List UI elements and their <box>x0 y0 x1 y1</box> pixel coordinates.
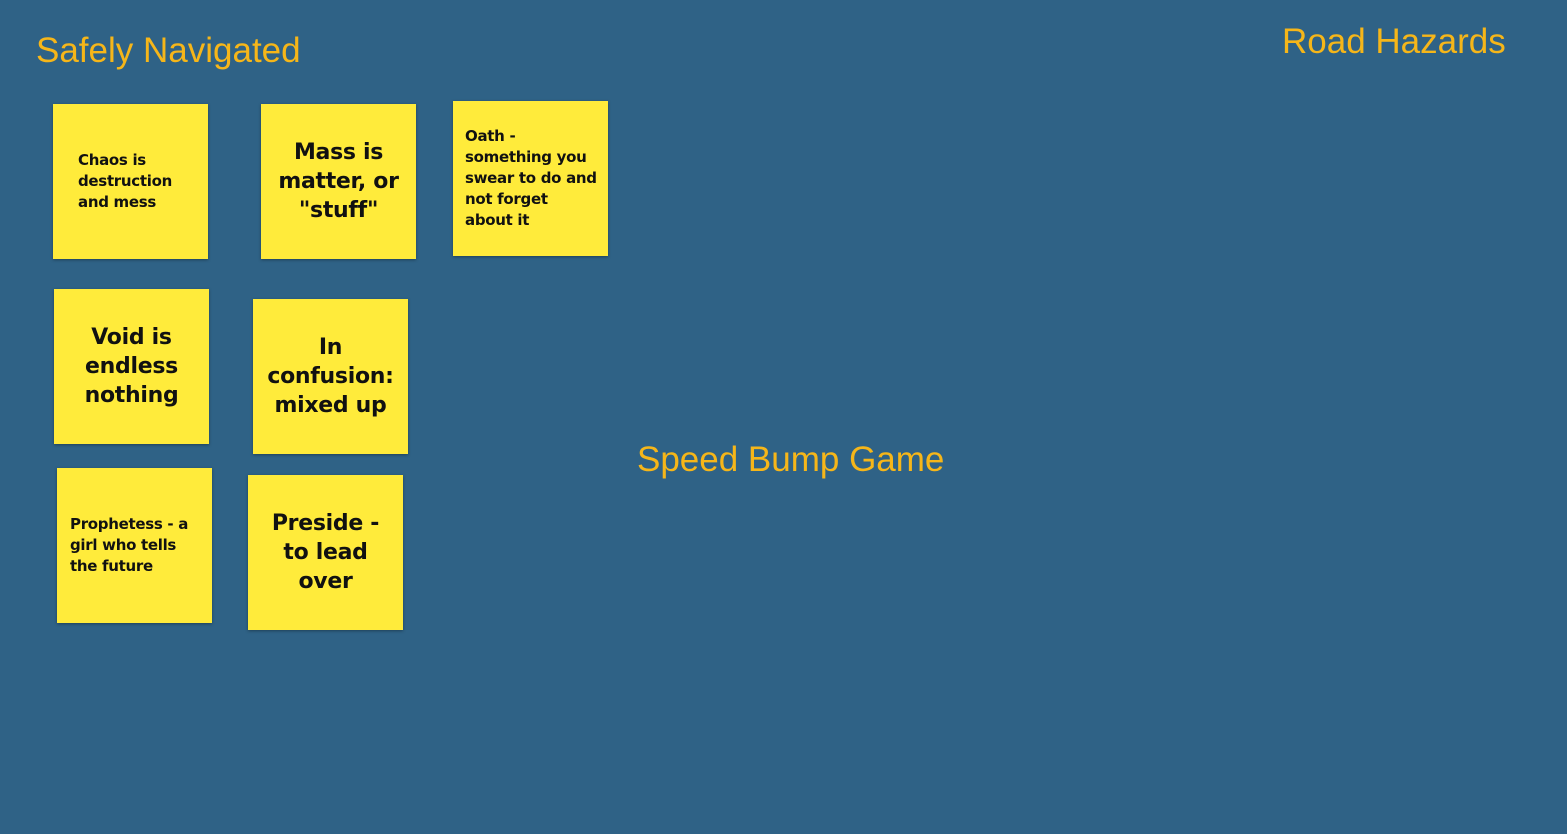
note-text: Oath - something you swear to do and not… <box>465 127 597 229</box>
note-text: Preside - to lead over <box>271 511 380 594</box>
note-text: In confusion: mixed up <box>267 335 394 418</box>
sticky-note-void[interactable]: Void is endless nothing <box>54 289 209 444</box>
sticky-note-confusion[interactable]: In confusion: mixed up <box>253 299 408 454</box>
sticky-note-mass[interactable]: Mass is matter, or "stuff" <box>261 104 416 259</box>
sticky-note-preside[interactable]: Preside - to lead over <box>248 475 403 630</box>
safely-navigated-title: Safely Navigated <box>36 31 301 70</box>
note-text: Mass is matter, or "stuff" <box>278 140 399 223</box>
road-hazards-title: Road Hazards <box>1282 22 1506 61</box>
note-text: Void is endless nothing <box>84 325 179 408</box>
note-text: Chaos is destruction and mess <box>78 151 172 211</box>
sticky-note-prophetess[interactable]: Prophetess - a girl who tells the future <box>57 468 212 623</box>
note-text: Prophetess - a girl who tells the future <box>70 515 189 575</box>
speed-bump-game-title: Speed Bump Game <box>637 440 945 479</box>
sticky-note-oath[interactable]: Oath - something you swear to do and not… <box>453 101 608 256</box>
sticky-note-chaos[interactable]: Chaos is destruction and mess <box>53 104 208 259</box>
